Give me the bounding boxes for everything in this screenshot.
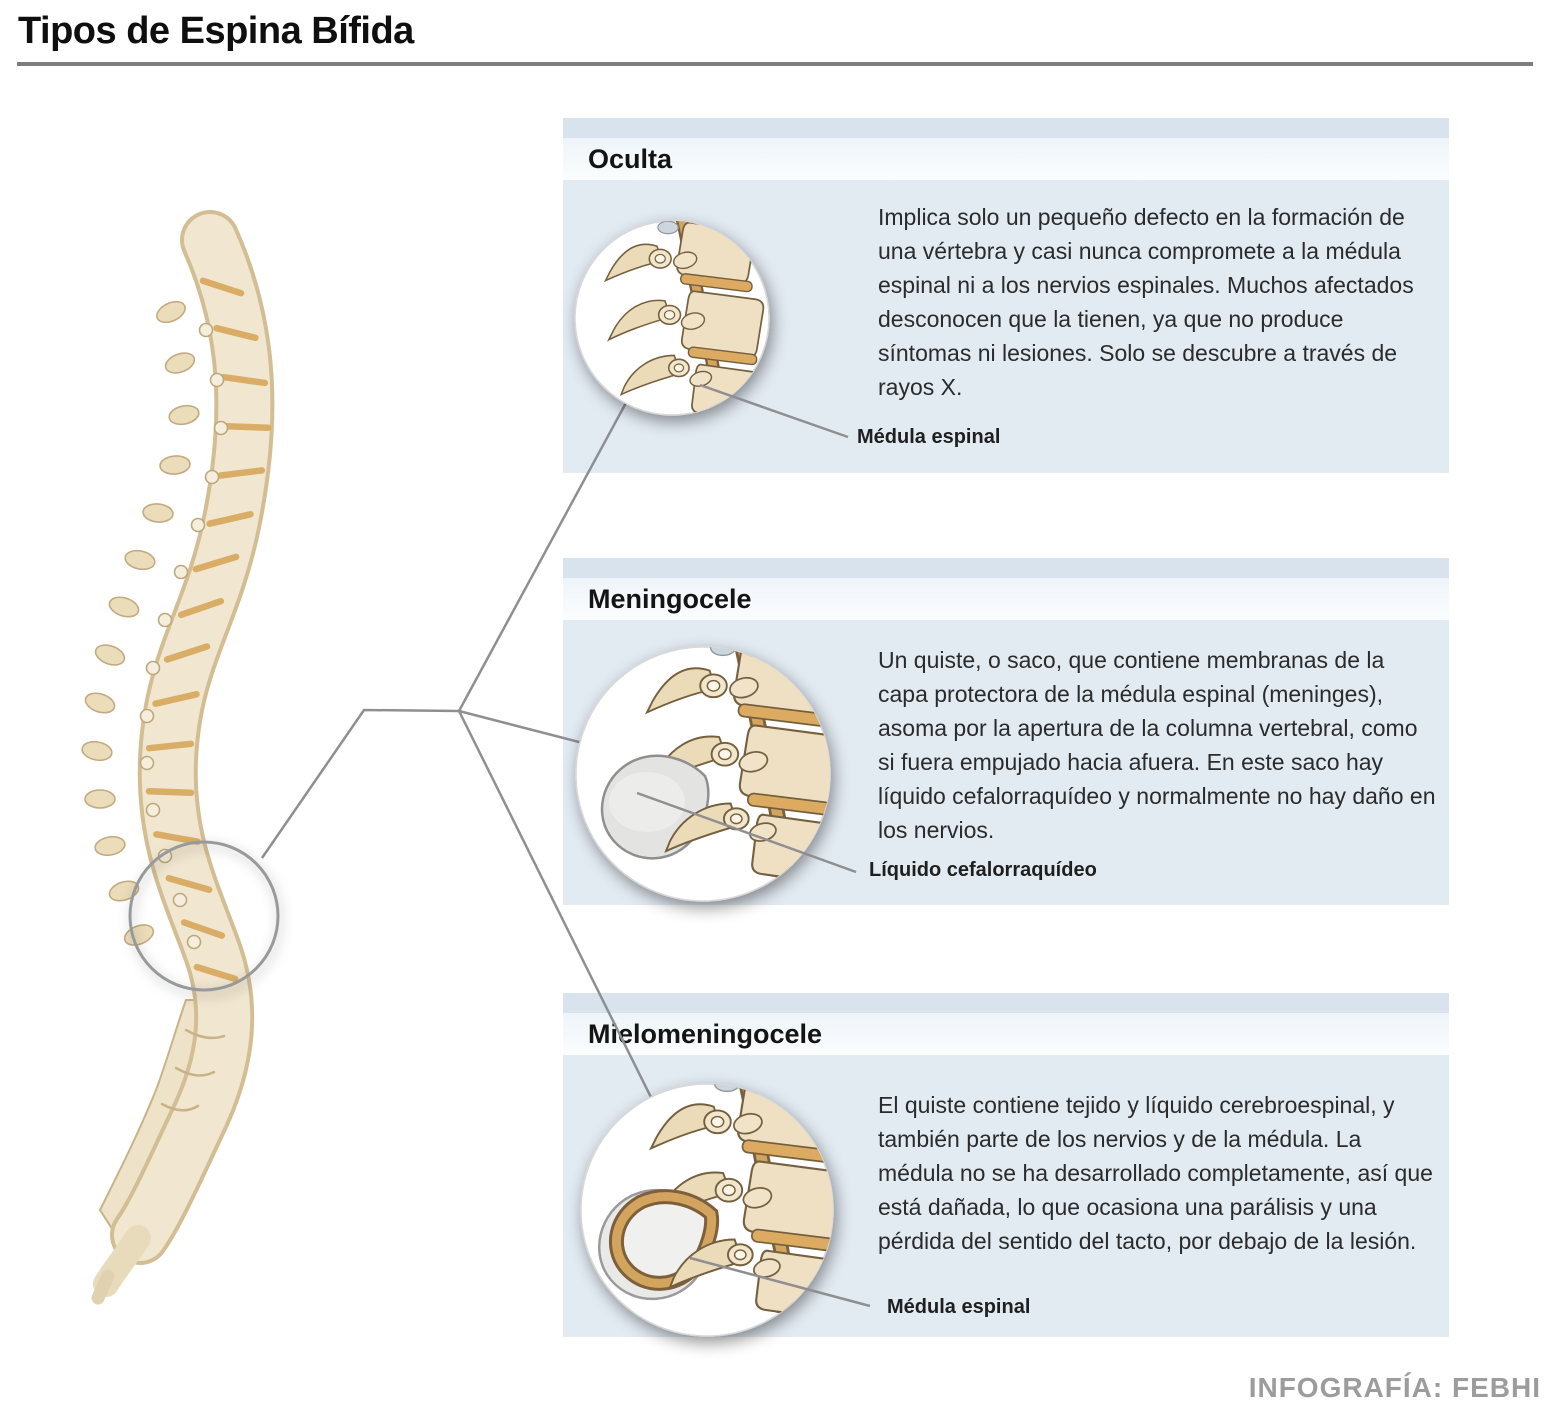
panel-mielomeningocele-titlebar: Mielomeningocele [563,1013,1449,1055]
sacrum-ridges [160,1028,226,1112]
panel-meningocele-titlebar: Meningocele [563,578,1449,620]
panel-oculta-title: Oculta [588,143,673,174]
page-title: Tipos de Espina Bífida [18,10,414,52]
meningocele-detail-circle [575,646,831,902]
leader-line-mielomeningocele [689,1256,871,1308]
leader-line-meningocele [636,791,857,874]
spine-column [81,210,275,1305]
label-medula-espinal-mielo: Médula espinal [887,1296,1031,1318]
label-liquido-cefalorraquideo: Líquido cefalorraquídeo [869,859,1097,881]
oculta-detail-circle [574,220,770,416]
facet-rings [139,322,229,950]
panel-top-strip [563,993,1449,1013]
label-medula-espinal-oculta: Médula espinal [857,426,1001,448]
panel-meningocele-description: Un quiste, o saco, que contiene membrana… [878,647,1436,843]
magnifier-circle [128,840,280,992]
spinous-processes [81,300,200,946]
title-rule [17,62,1533,66]
panel-oculta-titlebar: Oculta [563,138,1449,180]
panel-mielomeningocele-title: Mielomeningocele [588,1018,823,1049]
panel-mielomeningocele-description: El quiste contiene tejido y líquido cere… [878,1092,1433,1254]
panel-meningocele-title: Meningocele [588,583,752,614]
panel-oculta-description: Implica solo un pequeño defecto en la fo… [878,204,1414,400]
panel-top-strip [563,118,1449,138]
label-leader-lines [636,383,871,1308]
intervertebral-discs [145,277,272,983]
credit-line: INFOGRAFÍA: FEBHI [1248,1372,1541,1403]
leader-line-oculta [699,383,849,439]
panel-top-strip [563,558,1449,578]
mielomeningocele-detail-circle [580,1083,834,1337]
